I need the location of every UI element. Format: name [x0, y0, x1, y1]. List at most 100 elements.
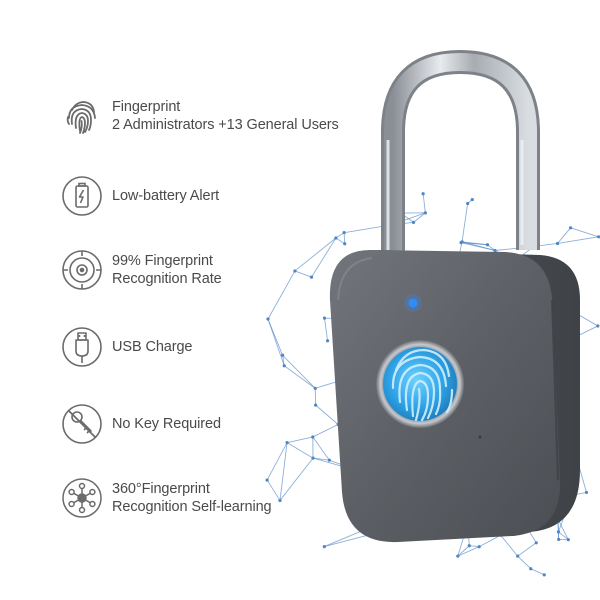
- mesh-node: [309, 275, 314, 279]
- mesh-node: [584, 490, 589, 495]
- mesh-line: [578, 314, 599, 327]
- network-icon: [58, 474, 106, 522]
- mesh-node: [411, 220, 416, 224]
- mesh-node: [456, 554, 460, 558]
- mesh-line: [294, 237, 337, 272]
- mesh-node: [421, 192, 425, 196]
- mesh-node: [311, 456, 315, 460]
- feature-usb-charge: USB Charge: [58, 323, 193, 371]
- mesh-line: [461, 241, 496, 251]
- mesh-node: [470, 197, 474, 202]
- mesh-line: [457, 545, 470, 557]
- mesh-line: [557, 236, 599, 244]
- mesh-node: [265, 478, 269, 482]
- mesh-node: [493, 248, 497, 253]
- no-key-icon: [58, 400, 106, 448]
- usb-icon: [58, 323, 106, 371]
- mesh-line: [530, 568, 545, 576]
- mesh-node: [314, 403, 318, 407]
- mesh-node: [423, 211, 427, 215]
- mesh-line: [462, 241, 488, 246]
- feature-self-learning: 360°Fingerprint Recognition Self-learnin…: [58, 474, 272, 522]
- mesh-node: [566, 538, 570, 542]
- mesh-node: [313, 386, 317, 390]
- feature-line: 360°Fingerprint: [112, 481, 210, 497]
- mesh-line: [478, 534, 501, 548]
- mesh-node: [597, 235, 600, 239]
- mesh-node: [311, 435, 315, 439]
- mesh-line: [469, 545, 480, 548]
- mesh-line: [335, 232, 345, 239]
- mesh-node: [322, 544, 326, 549]
- mesh-node: [322, 316, 327, 320]
- mesh-node: [285, 441, 289, 445]
- mesh-node: [327, 458, 331, 462]
- mesh-line: [315, 404, 339, 425]
- mesh-node: [557, 537, 561, 542]
- mesh-node: [477, 545, 481, 549]
- mesh-node: [556, 530, 561, 534]
- feature-line: Fingerprint: [112, 99, 181, 115]
- mesh-node: [282, 364, 286, 368]
- mesh-node: [343, 242, 347, 246]
- mesh-line: [312, 436, 330, 461]
- mesh-line: [267, 318, 284, 356]
- mesh-node: [555, 241, 560, 246]
- feature-recognition-rate: 99% Fingerprint Recognition Rate: [58, 246, 222, 294]
- status-led: [408, 298, 418, 308]
- mesh-line: [413, 212, 426, 223]
- mesh-node: [467, 544, 471, 548]
- feature-line: Low-battery Alert: [112, 188, 220, 204]
- feature-line: No Key Required: [112, 416, 221, 432]
- mesh-line: [279, 457, 314, 501]
- feature-no-key: No Key Required: [58, 400, 221, 448]
- mesh-line: [283, 365, 316, 389]
- mesh-line: [517, 555, 532, 570]
- mesh-line: [570, 227, 599, 238]
- mesh-line: [266, 479, 281, 501]
- mesh-line: [282, 354, 316, 389]
- mesh-line: [461, 203, 469, 242]
- mesh-node: [534, 541, 538, 545]
- mesh-line: [324, 318, 329, 341]
- feature-low-battery: Low-battery Alert: [58, 172, 219, 220]
- mesh-node: [342, 231, 346, 235]
- mesh-node: [278, 498, 282, 503]
- feature-line: 99% Fingerprint: [112, 253, 213, 269]
- mesh-line: [312, 424, 339, 438]
- mesh-line: [311, 237, 337, 278]
- fingerprint-sensor[interactable]: [376, 340, 464, 428]
- feature-line: USB Charge: [112, 339, 193, 355]
- mesh-line: [267, 270, 296, 320]
- mesh-line: [335, 237, 345, 245]
- mesh-node: [466, 201, 470, 206]
- mesh-node: [529, 567, 533, 571]
- mesh-node: [325, 339, 330, 343]
- mesh-line: [286, 436, 313, 444]
- mesh-node: [266, 317, 270, 321]
- target-icon: [58, 246, 106, 294]
- mesh-node: [516, 554, 520, 558]
- mesh-line: [294, 270, 312, 278]
- battery-icon: [58, 172, 106, 220]
- mesh-line: [312, 457, 330, 461]
- fingerprint-icon: [391, 348, 454, 422]
- mesh-line: [557, 227, 571, 244]
- padlock-shackle: [381, 49, 540, 268]
- fingerprint-icon: [58, 92, 106, 140]
- mesh-node: [596, 324, 600, 328]
- feature-fingerprint-users: Fingerprint 2 Administrators +13 General…: [58, 92, 339, 140]
- mesh-line: [422, 193, 426, 213]
- feature-line: Recognition Rate: [112, 271, 222, 287]
- mesh-line: [517, 542, 537, 557]
- mesh-line: [343, 232, 346, 244]
- mesh-node: [281, 353, 285, 357]
- mesh-node: [293, 269, 297, 273]
- mesh-line: [266, 442, 288, 481]
- feature-line: 2 Administrators +13 General Users: [112, 117, 339, 133]
- mesh-line: [457, 546, 480, 557]
- mesh-node: [568, 226, 573, 230]
- mesh-line: [500, 534, 519, 557]
- mesh-node: [460, 240, 464, 244]
